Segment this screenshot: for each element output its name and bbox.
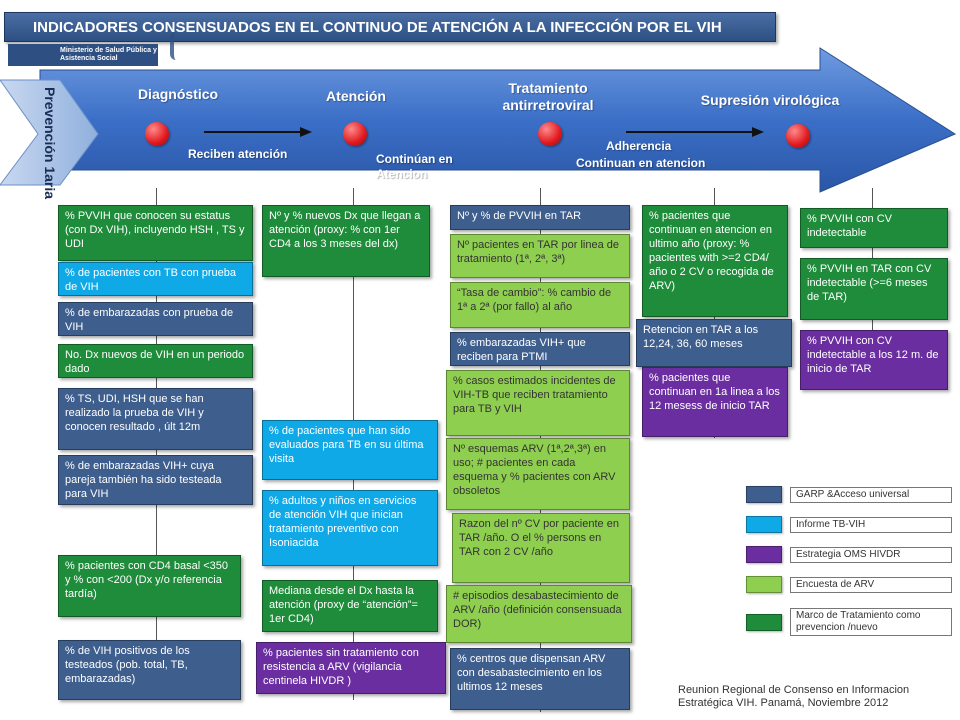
- transition-arrowhead-1: [300, 127, 312, 137]
- indicator-box: % casos estimados incidentes de VIH-TB q…: [446, 370, 630, 436]
- indicator-box: Nº y % de PVVIH en TAR: [450, 205, 630, 230]
- legend-label-hivdr: Estrategia OMS HIVDR: [790, 547, 952, 563]
- stage-marker-diagnostico: [145, 122, 169, 146]
- transition-reciben: Reciben atención: [188, 147, 288, 161]
- indicator-box: % pacientes con CD4 basal <350 y % con <…: [58, 555, 241, 617]
- indicator-box: % PVVIH con CV indetectable: [800, 208, 948, 248]
- indicator-box: % pacientes sin tratamiento con resisten…: [256, 642, 446, 694]
- ministry-logo-text: Ministerio de Salud Pública y Asistencia…: [60, 47, 157, 62]
- indicator-box: Nº esquemas ARV (1ª,2ª,3ª) en uso; # pac…: [446, 438, 630, 510]
- legend-label-arv: Encuesta de ARV: [790, 577, 952, 593]
- indicator-box: % centros que dispensan ARV con desabast…: [450, 648, 630, 710]
- stage-diagnostico: Diagnóstico: [137, 86, 219, 102]
- transition-continuan: Continúan en Atencion: [376, 152, 453, 181]
- indicator-box: “Tasa de cambio”: % cambio de 1ª a 2ª (p…: [450, 282, 630, 328]
- indicator-box: % PVVIH que conocen su estatus (con Dx V…: [58, 205, 253, 261]
- indicator-box: Mediana desde el Dx hasta la atención (p…: [262, 580, 438, 632]
- indicator-box: % de VIH positivos de los testeados (pob…: [58, 640, 241, 700]
- indicator-box: Nº y % nuevos Dx que llegan a atención (…: [262, 205, 430, 277]
- indicator-box: % PVVIH en TAR con CV indetectable (>=6 …: [800, 258, 948, 320]
- logo-mark-icon: [170, 32, 196, 60]
- stage-atencion: Atención: [326, 88, 386, 104]
- prevention-text: Prevención 1aria: [42, 86, 58, 200]
- indicator-box: % TS, UDI, HSH que se han realizado la p…: [58, 388, 253, 450]
- stage-supresion: Supresión virológica: [700, 92, 840, 108]
- stage-marker-tratamiento: [538, 122, 562, 146]
- indicator-box: Razon del nº CV por paciente en TAR /año…: [452, 513, 630, 583]
- stage-tratamiento: Tratamiento antirretroviral: [502, 80, 594, 113]
- indicator-box: % de embarazadas VIH+ cuya pareja tambié…: [58, 455, 253, 505]
- transition-adherencia: Adherencia: [606, 139, 672, 153]
- indicator-box: % de embarazadas con prueba de VIH: [58, 302, 253, 336]
- indicator-box: % embarazadas VIH+ que reciben para PTMI: [450, 332, 630, 366]
- stage-marker-atencion: [343, 122, 367, 146]
- transition-continuan-atencion: Continuan en atencion: [576, 156, 706, 170]
- transition-arrowhead-2: [752, 127, 764, 137]
- legend-label-garp: GARP &Acceso universal: [790, 487, 952, 503]
- indicator-box: % de pacientes con TB con prueba de VIH: [58, 262, 253, 296]
- indicator-box: % de pacientes que han sido evaluados pa…: [262, 420, 438, 480]
- ministry-logo: Ministerio de Salud Pública y Asistencia…: [8, 44, 158, 66]
- indicator-box: % pacientes que continuan en atencion en…: [642, 205, 788, 317]
- indicator-box: % adultos y niños en servicios de atenci…: [262, 490, 438, 566]
- indicator-box: Nº pacientes en TAR por linea de tratami…: [450, 234, 630, 278]
- legend-label-tb: Informe TB-VIH: [790, 517, 952, 533]
- arrow-body: [39, 47, 957, 193]
- footer-note: Reunion Regional de Consenso en Informac…: [678, 684, 910, 709]
- indicator-box: % pacientes que continuan en 1a linea a …: [642, 367, 788, 437]
- legend-label-marco: Marco de Tratamiento como prevencion /nu…: [790, 608, 952, 636]
- indicator-box: No. Dx nuevos de VIH en un periodo dado: [58, 344, 253, 378]
- stage-marker-supresion: [786, 124, 810, 148]
- legend-swatch-marco: [746, 614, 782, 631]
- indicator-box: Retencion en TAR a los 12,24, 36, 60 mes…: [636, 319, 792, 367]
- legend-swatch-garp: [746, 486, 782, 503]
- prevention-label: Prevención 1aria: [28, 87, 72, 199]
- prevention-chevron: [0, 79, 99, 186]
- legend-swatch-arv: [746, 576, 782, 593]
- slide-title: INDICADORES CONSENSUADOS EN EL CONTINUO …: [4, 12, 776, 42]
- indicator-box: % PVVIH con CV indetectable a los 12 m. …: [800, 330, 948, 390]
- indicator-box: # episodios desabastecimiento de ARV /añ…: [446, 585, 632, 643]
- continuum-arrow: [0, 47, 957, 193]
- legend-swatch-hivdr: [746, 546, 782, 563]
- legend-swatch-tb: [746, 516, 782, 533]
- slide-title-text: INDICADORES CONSENSUADOS EN EL CONTINUO …: [33, 18, 722, 36]
